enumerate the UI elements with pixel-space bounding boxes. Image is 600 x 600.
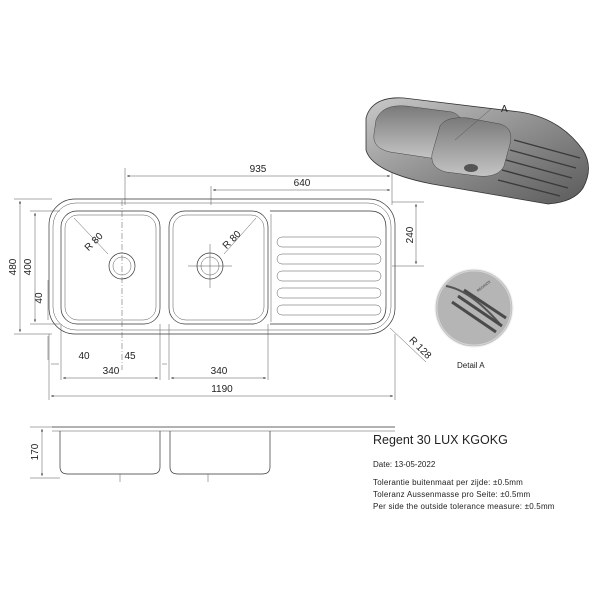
tolerance-en: Per side the outside tolerance measure: … <box>373 502 555 511</box>
detail-a-view: REGINOX <box>434 268 514 348</box>
sink-3d-view <box>365 97 589 205</box>
dim-1190: 1190 <box>211 384 233 395</box>
radius-label-bowl-2: R 80 <box>221 229 244 252</box>
dim-640: 640 <box>294 178 311 189</box>
dim-240: 240 <box>405 226 416 243</box>
drawing-date: Date: 13-05-2022 <box>373 460 436 469</box>
dim-340-left: 340 <box>103 366 120 377</box>
dim-400: 400 <box>23 258 34 275</box>
tolerance-de: Toleranz Aussenmasse pro Seite: ±0.5mm <box>373 490 531 499</box>
dim-170: 170 <box>30 443 41 460</box>
tolerance-nl: Tolerantie buitenmaat per zijde: ±0.5mm <box>373 478 524 487</box>
dim-340-right: 340 <box>211 366 228 377</box>
radius-label-corner: R 128 <box>406 335 433 362</box>
sink-top-view <box>48 198 427 370</box>
dimension-lines <box>14 168 424 400</box>
radius-label-bowl-1: R 80 <box>83 231 106 254</box>
dim-40-left: 40 <box>34 292 45 304</box>
dim-480: 480 <box>8 258 19 275</box>
dim-45: 45 <box>124 351 136 362</box>
detail-caption: Detail A <box>457 361 485 370</box>
dim-40-bottom: 40 <box>78 351 90 362</box>
product-name: Regent 30 LUX KGOKG <box>373 433 508 447</box>
detail-marker: A <box>501 104 508 115</box>
sink-side-view <box>30 426 395 482</box>
dim-935: 935 <box>250 164 267 175</box>
